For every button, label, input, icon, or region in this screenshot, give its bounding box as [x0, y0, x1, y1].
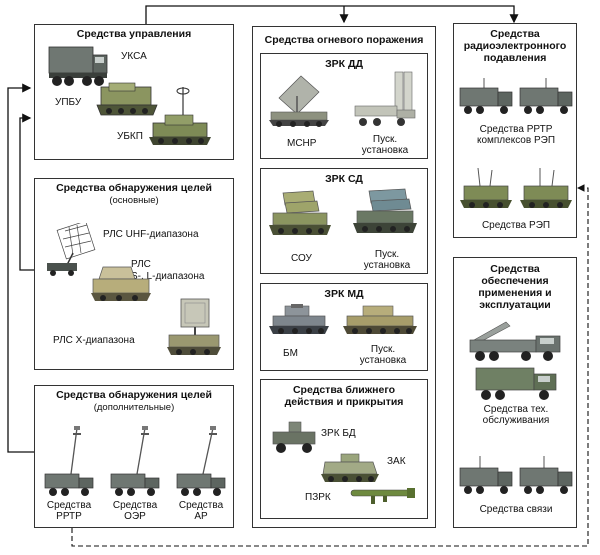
bm-vehicle-icon — [269, 304, 329, 334]
zrk-bd-vehicle-icon — [272, 421, 316, 453]
pzrk-launcher-icon — [350, 488, 415, 504]
zrk-sd-left-label: СОУ — [291, 253, 312, 264]
detection-main-box: Средства обнаружения целей (основные) РЛ… — [34, 178, 234, 370]
ksa-truck-icon — [48, 46, 108, 86]
zak-vehicle-icon — [321, 453, 379, 482]
sou-vehicle-icon — [269, 190, 331, 235]
zrk-sd-right-label: Пуск. установка — [363, 249, 411, 271]
detection-extra-title: Средства обнаружения целей — [56, 389, 212, 401]
support-item-comm: Средства связи — [479, 504, 553, 515]
rep-vehicle-1-icon — [460, 167, 512, 208]
ew-item-rrtr-rep: Средства РРТР комплексов РЭП — [476, 124, 556, 146]
uhf-radar-icon — [47, 223, 96, 276]
control-box: Средства управления УКСА УПБУ УБКП — [34, 24, 234, 160]
upbu-tank-icon — [96, 82, 158, 116]
support-title-4: эксплуатации — [479, 299, 551, 311]
md-launcher-icon — [343, 305, 417, 334]
rep-vehicle-2-icon — [520, 168, 572, 208]
fire-box: Средства огневого поражения ЗРК ДД МСНР … — [252, 26, 436, 528]
rrtr-rep-truck-2-icon — [519, 78, 573, 114]
msnr-radar-icon — [269, 75, 329, 127]
comm-truck-1-icon — [459, 456, 513, 494]
control-title: Средства управления — [76, 28, 192, 40]
support-title-2: обеспечения — [481, 275, 549, 287]
arrow-detection-to-control — [19, 113, 34, 271]
zrk-md-box: ЗРК МД БМ Пуск. установка — [260, 283, 428, 371]
close-item-pzrk: ПЗРК — [305, 492, 331, 503]
detection-item-sl-1: РЛС — [131, 259, 151, 270]
control-item-uksa: УКСА — [121, 51, 147, 62]
sl-radar-icon — [91, 266, 151, 301]
ew-title-1: Средства — [490, 28, 540, 40]
maintenance-truck-icon — [475, 367, 557, 400]
control-item-ubkp: УБКП — [117, 131, 143, 142]
rrtr-mast-truck-icon — [44, 426, 94, 496]
dd-launcher-icon — [354, 71, 416, 126]
detection-extra-box: Средства обнаружения целей (дополнительн… — [34, 385, 234, 528]
zrk-sd-title: ЗРК СД — [325, 173, 363, 185]
control-item-upbu: УПБУ — [55, 97, 82, 108]
detection-extra-item-oer: Средства ОЭР — [112, 500, 158, 522]
detection-main-title: Средства обнаружения целей — [56, 182, 212, 194]
close-item-zrk-bd: ЗРК БД — [321, 428, 356, 439]
ew-title-3: подавления — [483, 52, 547, 64]
close-defense-title-1: Средства ближнего — [292, 384, 396, 396]
zrk-md-left-label: БМ — [283, 348, 298, 359]
close-defense-box: Средства ближнего действия и прикрытия З… — [260, 379, 428, 519]
detection-main-subtitle: (основные) — [109, 195, 159, 206]
detection-extra-item-ar: Средства АР — [178, 500, 224, 522]
ew-title-2: радиоэлектронного — [463, 40, 567, 52]
ar-mast-truck-icon — [176, 426, 226, 496]
detection-extra-subtitle: (дополнительные) — [93, 402, 175, 413]
support-title-3: применения и — [478, 287, 552, 299]
support-box: Средства обеспечения применения и эксплу… — [453, 257, 577, 528]
detection-item-sl-2: S-, L-диапазона — [131, 271, 205, 282]
comm-truck-2-icon — [519, 456, 573, 494]
ubkp-vehicle-icon — [149, 87, 211, 145]
zrk-md-right-label: Пуск. установка — [359, 344, 407, 366]
detection-item-x: РЛС X-диапазона — [53, 335, 135, 346]
zrk-sd-box: ЗРК СД СОУ Пуск. установка — [260, 168, 428, 274]
support-item-maintenance: Средства тех. обслуживания — [482, 404, 550, 426]
ew-item-rep: Средства РЭП — [481, 220, 551, 231]
close-defense-title-2: действия и прикрытия — [284, 396, 404, 408]
rrtr-rep-truck-1-icon — [459, 78, 513, 114]
zrk-dd-title: ЗРК ДД — [325, 58, 363, 70]
left-bus-line — [7, 83, 34, 453]
sd-launcher-icon — [353, 188, 417, 233]
support-title-1: Средства — [490, 263, 540, 275]
zrk-dd-left-label: МСНР — [287, 138, 317, 149]
oer-mast-truck-icon — [110, 426, 160, 496]
detection-extra-item-rrtr: Средства РРТР — [46, 500, 92, 522]
x-radar-icon — [167, 298, 221, 355]
zrk-dd-box: ЗРК ДД МСНР Пуск. установка — [260, 53, 428, 159]
zrk-dd-right-label: Пуск. установка — [361, 134, 409, 156]
zrk-md-title: ЗРК МД — [324, 288, 364, 300]
detection-item-uhf: РЛС UHF-диапазона — [103, 229, 199, 240]
fire-title: Средства огневого поражения — [264, 34, 424, 46]
top-bus-line — [145, 5, 519, 24]
close-item-zak: ЗАК — [387, 456, 406, 467]
ew-box: Средства радиоэлектронного подавления Ср… — [453, 23, 577, 238]
maintenance-crane-truck-icon — [469, 321, 561, 361]
